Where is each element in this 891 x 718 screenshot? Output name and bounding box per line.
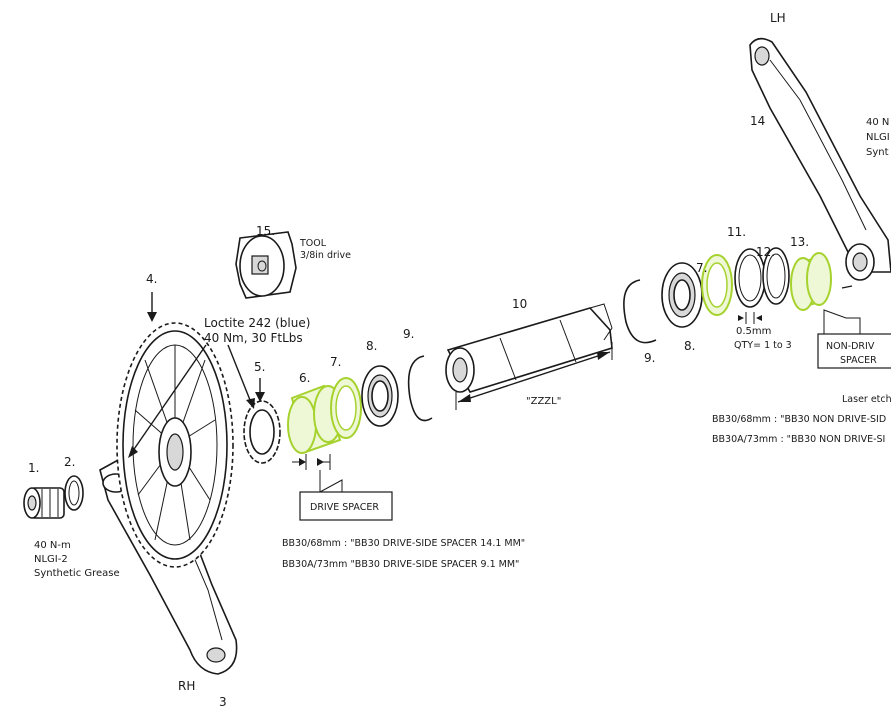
drive-spacer-box-label: DRIVE SPACER (310, 502, 379, 513)
part-number-11: 11. (727, 225, 746, 239)
circlip-right (623, 279, 657, 344)
lh-crank-arm (749, 37, 891, 281)
non-drive-spacer-box-line2: SPACER (840, 355, 877, 366)
grease-note-line2: NLGI-2 (34, 554, 68, 565)
non-drive-spacer (790, 252, 832, 311)
part-number-4: 4. (146, 272, 157, 286)
spindle (445, 303, 613, 393)
part-number-13: 13. (790, 235, 809, 249)
thin-spacer (734, 248, 766, 308)
bearing-left (361, 365, 399, 427)
part-number-9-right: 9. (644, 351, 655, 365)
drive-spacer-bb30: BB30/68mm : "BB30 DRIVE-SIDE SPACER 14.1… (282, 538, 525, 549)
side-label-rh: RH (178, 679, 195, 693)
part-number-3: 3 (219, 695, 227, 709)
non-drive-spacer-box-line1: NON-DRIV (826, 341, 875, 352)
crank-washer (64, 475, 84, 511)
non-drive-spacer-box (817, 333, 891, 369)
spacer-qty-label: QTY= 1 to 3 (734, 340, 792, 351)
drive-spacer-bb30a: BB30A/73mm "BB30 DRIVE-SIDE SPACER 9.1 M… (282, 559, 519, 570)
lh-torque-line1: 40 N (866, 117, 889, 128)
wave-washer (762, 247, 790, 305)
seal-right (701, 254, 733, 316)
part-number-10: 10 (512, 297, 527, 311)
part-number-8-left: 8. (366, 339, 377, 353)
non-drive-spacer-bb30a: BB30A/73mm : "BB30 NON DRIVE-SI (712, 434, 885, 445)
lh-torque-line2: NLGI (866, 132, 890, 143)
part-number-1: 1. (28, 461, 39, 475)
part-number-6: 6. (299, 371, 310, 385)
spacer-width-label: 0.5mm (736, 326, 771, 337)
lockring-tool (235, 231, 297, 299)
part-number-9-left: 9. (403, 327, 414, 341)
chainring (116, 322, 234, 568)
part-number-15: 15. (256, 224, 275, 238)
part-number-2: 2. (64, 455, 75, 469)
crank-bolt (23, 487, 65, 519)
grease-note-line3: Synthetic Grease (34, 568, 120, 579)
spindle-length-arrow (455, 342, 613, 410)
tool-note-line2: 3/8in drive (300, 250, 351, 261)
grease-note-line1: 40 N-m (34, 540, 71, 551)
loctite-note-line2: 40 Nm, 30 FtLbs (204, 331, 303, 345)
part-number-5: 5. (254, 360, 265, 374)
non-drive-spacer-indicator (738, 309, 861, 334)
lh-torque-line3: Synt (866, 147, 889, 158)
loctite-note-line1: Loctite 242 (blue) (204, 316, 310, 330)
non-drive-spacer-bb30: BB30/68mm : "BB30 NON DRIVE-SID (712, 414, 886, 425)
drive-spacer-box (299, 491, 393, 521)
part-number-7-right: 7. (696, 261, 707, 275)
drive-spacer-indicator (292, 454, 343, 493)
zzzl-label: "ZZZL" (526, 396, 561, 407)
laser-etch-label: Laser etch (842, 394, 891, 405)
part-number-12: 12. (756, 245, 775, 259)
part-number-14: 14 (750, 114, 765, 128)
part-number-7-left: 7. (330, 355, 341, 369)
part-number-8-right: 8. (684, 339, 695, 353)
leader-lines (128, 285, 853, 458)
circlip-left (407, 355, 433, 422)
seal-left (330, 377, 362, 439)
lockring (243, 400, 281, 464)
tool-note-line1: TOOL (299, 238, 327, 249)
side-label-lh: LH (770, 11, 786, 25)
